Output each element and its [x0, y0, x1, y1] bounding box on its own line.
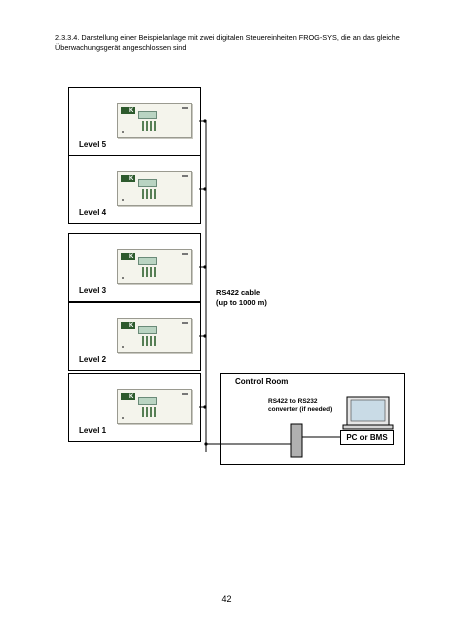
- device-keypad: [142, 336, 156, 346]
- device-display: [138, 257, 157, 265]
- device-logo: K: [121, 175, 135, 182]
- device-keypad: [142, 267, 156, 277]
- cable-caption: RS422 cable (up to 1000 m): [216, 288, 267, 308]
- control-room-title: Control Room: [235, 377, 289, 386]
- device-logo: K: [121, 107, 135, 114]
- device-keypad: [142, 407, 156, 417]
- device-display: [138, 179, 157, 187]
- level-2-junction: [203, 334, 207, 338]
- level-label: Level 5: [79, 140, 107, 149]
- device-logo: K: [121, 322, 135, 329]
- control-unit-icon: K: [117, 249, 192, 284]
- control-unit-icon: K: [117, 318, 192, 353]
- cable-caption-line1: RS422 cable: [216, 288, 261, 297]
- converter-label: RS422 to RS232 converter (if needed): [268, 398, 333, 413]
- level-label: Level 3: [79, 286, 107, 295]
- level-3-junction: [203, 265, 207, 269]
- device-keypad: [142, 189, 156, 199]
- bus-junction: [204, 442, 208, 446]
- control-unit-icon: K: [117, 171, 192, 206]
- level-label: Level 4: [79, 208, 107, 217]
- level-4-junction: [203, 187, 207, 191]
- level-5-box: K Level 5: [68, 87, 201, 156]
- level-1-box: K Level 1: [68, 373, 201, 442]
- device-logo: K: [121, 253, 135, 260]
- page-number: 42: [221, 594, 232, 604]
- level-label: Level 1: [79, 426, 107, 435]
- level-label: Level 2: [79, 355, 107, 364]
- device-display: [138, 397, 157, 405]
- device-display: [138, 326, 157, 334]
- cable-caption-line2: (up to 1000 m): [216, 298, 267, 307]
- converter-icon: [290, 423, 303, 458]
- level-5-junction: [203, 119, 207, 123]
- level-2-box: K Level 2: [68, 302, 201, 371]
- device-logo: K: [121, 393, 135, 400]
- level-1-junction: [203, 405, 207, 409]
- level-4-box: K Level 4: [68, 155, 201, 224]
- device-display: [138, 111, 157, 119]
- section-heading: 2.3.3.4. Darstellung einer Beispielanlag…: [55, 33, 400, 52]
- control-unit-icon: K: [117, 389, 192, 424]
- control-unit-icon: K: [117, 103, 192, 138]
- computer-icon: [342, 396, 394, 430]
- device-keypad: [142, 121, 156, 131]
